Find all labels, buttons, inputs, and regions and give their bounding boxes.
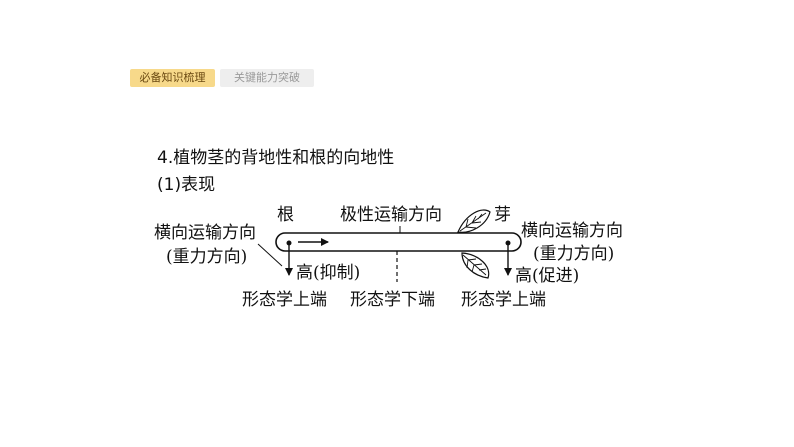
- left-effect-label: 高(抑制): [296, 263, 360, 283]
- upper-leaf-icon: [457, 209, 491, 233]
- tab-key-ability[interactable]: 关键能力突破: [220, 69, 314, 87]
- left-lateral-leader: [257, 243, 283, 267]
- lower-leaf-icon: [461, 252, 490, 279]
- bottom-middle-label: 形态学下端: [350, 290, 435, 310]
- left-lateral-label: 横向运输方向: [154, 223, 256, 243]
- section-tabs: 必备知识梳理 关键能力突破: [130, 69, 314, 87]
- polar-transport-label: 极性运输方向: [340, 205, 442, 225]
- right-lateral-sublabel: (重力方向): [533, 244, 614, 264]
- section-subheading: (1)表现: [157, 175, 216, 195]
- bud-label: 芽: [494, 205, 511, 225]
- bottom-left-label: 形态学上端: [242, 290, 327, 310]
- stem-root-body: [275, 232, 522, 252]
- tab-essential-knowledge[interactable]: 必备知识梳理: [130, 69, 215, 87]
- left-lateral-sublabel: (重力方向): [166, 247, 247, 267]
- section-heading: 4.植物茎的背地性和根的向地性: [157, 148, 395, 168]
- right-lateral-label: 横向运输方向: [521, 221, 623, 241]
- right-effect-label: 高(促进): [515, 266, 579, 286]
- root-label: 根: [277, 205, 294, 225]
- bottom-right-label: 形态学上端: [461, 290, 546, 310]
